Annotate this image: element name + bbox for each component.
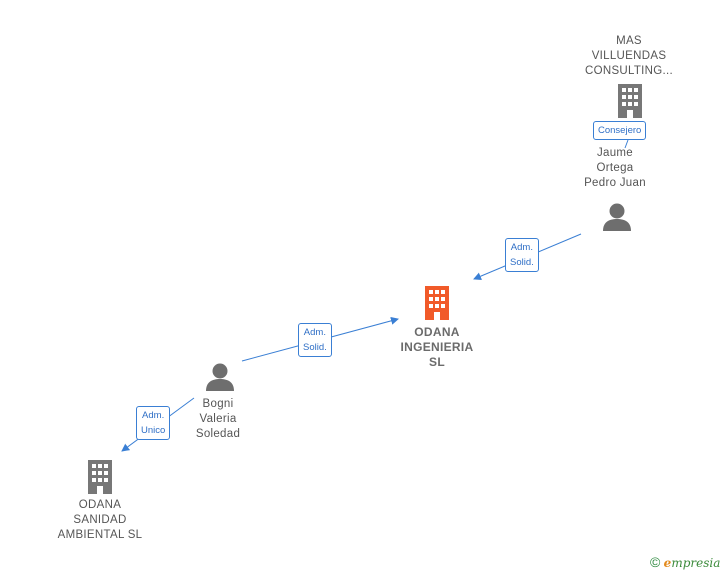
- node-odana-sanidad-label[interactable]: ODANA SANIDAD AMBIENTAL SL: [57, 499, 143, 541]
- node-jaume-ortega-label[interactable]: Jaume Ortega Pedro Juan: [584, 147, 646, 189]
- node-odana-ingenieria-label[interactable]: ODANA INGENIERIA SL: [400, 325, 474, 369]
- edge-label-bogni-adm-solid[interactable]: Adm. Solid.: [298, 323, 332, 357]
- building-icon[interactable]: [421, 286, 453, 320]
- edge-consejero-line: [624, 139, 629, 149]
- person-icon[interactable]: [205, 362, 235, 392]
- copyright-symbol: ©: [650, 554, 661, 570]
- edge-label-consejero[interactable]: Consejero: [593, 121, 647, 140]
- edge-label-bogni-adm-unico[interactable]: Adm. Unico: [136, 406, 171, 440]
- node-mas-villuendas-label[interactable]: MAS VILLUENDAS CONSULTING...: [584, 35, 674, 77]
- brand-name: empresia: [663, 556, 721, 570]
- person-icon[interactable]: [602, 202, 632, 232]
- node-bogni-valeria-label[interactable]: Bogni Valeria Soledad: [195, 398, 241, 440]
- edge-label-jaume-adm-solid[interactable]: Adm. Solid.: [505, 238, 539, 272]
- empresia-logo: © empresia: [650, 554, 720, 570]
- building-icon[interactable]: [84, 460, 116, 494]
- building-icon[interactable]: [614, 84, 646, 118]
